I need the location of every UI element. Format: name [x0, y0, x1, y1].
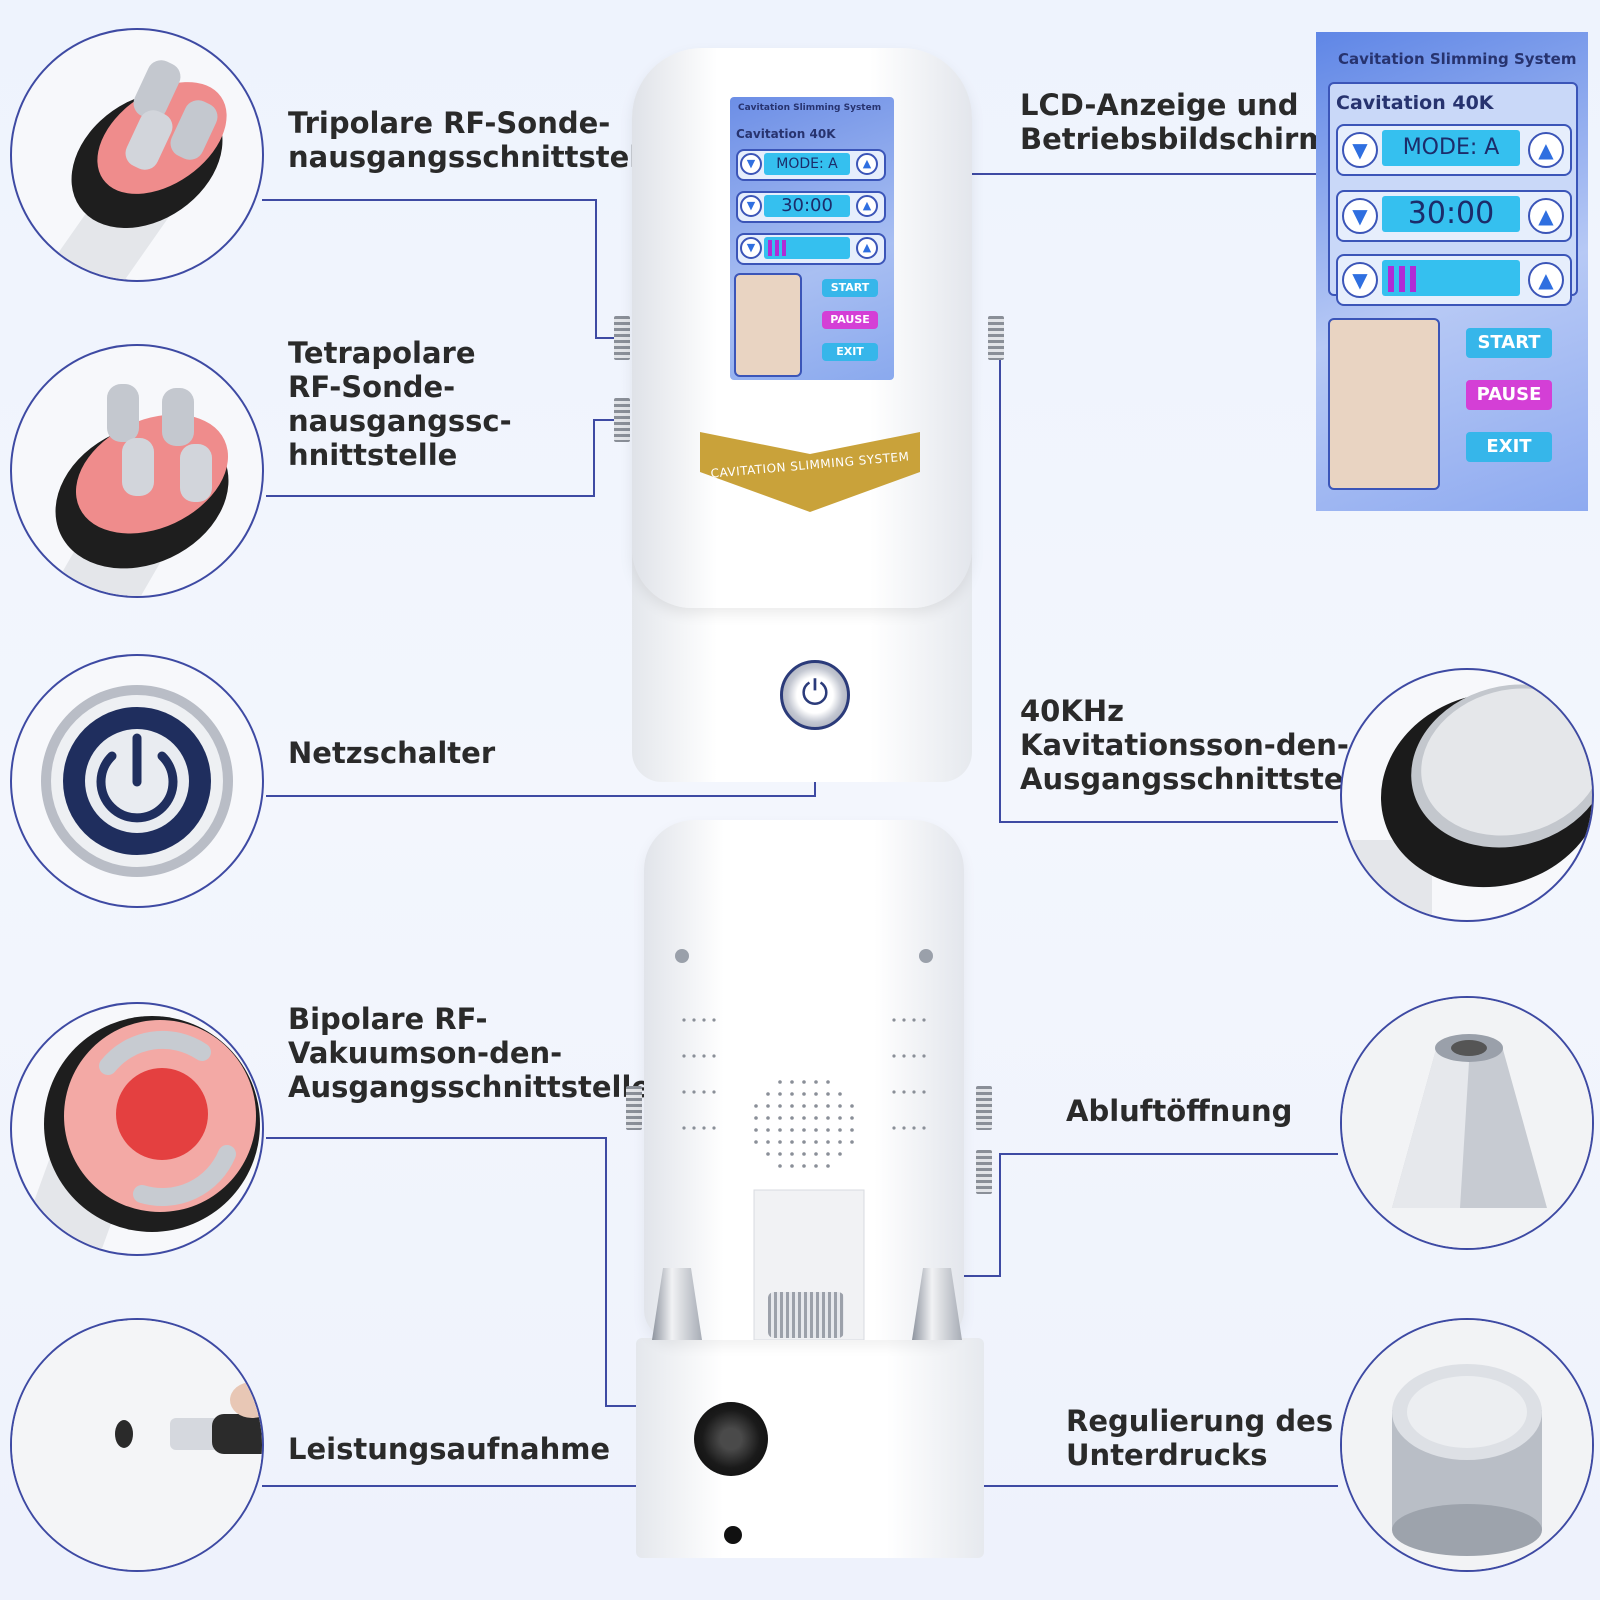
power-input-hole — [724, 1526, 742, 1544]
down-arrow-icon[interactable]: ▼ — [740, 237, 762, 259]
up-arrow-icon[interactable]: ▲ — [1528, 262, 1564, 298]
back-port-left — [626, 1086, 642, 1130]
lcd-zoom-header: Cavitation Slimming System — [1338, 50, 1577, 68]
label-vacuum: Regulierung des Unterdrucks — [1066, 1404, 1334, 1472]
intensity-level-bars — [1388, 266, 1416, 292]
intensity-level-bars — [768, 240, 786, 256]
lcd-header: Cavitation Slimming System — [738, 103, 882, 113]
start-button[interactable]: START — [822, 279, 878, 297]
back-port-right — [976, 1086, 992, 1130]
power-icon[interactable]: ⏻ — [780, 660, 850, 730]
down-arrow-icon[interactable]: ▼ — [740, 153, 762, 175]
back-device-base — [636, 1338, 984, 1558]
label-power-switch: Netzschalter — [288, 736, 496, 770]
up-arrow-icon[interactable]: ▲ — [856, 237, 878, 259]
line-exhaust — [958, 1153, 1338, 1277]
lcd-zoom-mode: MODE: A — [1382, 130, 1520, 166]
up-arrow-icon[interactable]: ▲ — [856, 195, 878, 217]
back-vent-grille — [675, 949, 933, 1340]
pause-button[interactable]: PAUSE — [1466, 380, 1552, 410]
up-arrow-icon[interactable]: ▲ — [1528, 198, 1564, 234]
cavitation-port — [988, 316, 1004, 360]
label-cavitation: 40KHz Kavitationsson-den- Ausgangsschnit… — [1020, 694, 1384, 796]
label-tripolar: Tripolare RF-Sonde- nausgangsschnittstel… — [288, 106, 669, 174]
up-arrow-icon[interactable]: ▲ — [856, 153, 878, 175]
exhaust-cap-image — [1340, 996, 1594, 1250]
cavitation-probe-image — [1340, 668, 1594, 922]
start-button[interactable]: START — [1466, 328, 1552, 358]
exit-button[interactable]: EXIT — [822, 343, 878, 361]
device-badge — [700, 432, 920, 512]
lcd-zoom-time: 30:00 — [1382, 196, 1520, 232]
tetrapolar-port — [614, 398, 630, 442]
vacuum-knob-image — [1340, 1318, 1594, 1572]
power-input-image — [10, 1318, 264, 1572]
line-cavitation — [999, 346, 1338, 823]
lcd-time: 30:00 — [764, 195, 850, 217]
label-power-input: Leistungsaufnahme — [288, 1432, 611, 1466]
lcd-zoom-model: Cavitation 40K — [1336, 92, 1494, 114]
down-arrow-icon[interactable]: ▼ — [1342, 198, 1378, 234]
label-bipolar: Bipolare RF- Vakuumson-den- Ausgangsschn… — [288, 1002, 652, 1104]
tripolar-port — [614, 316, 630, 360]
line-tetrapolar — [266, 419, 614, 497]
power-socket — [694, 1402, 768, 1476]
lcd-zoom-intensity — [1382, 260, 1520, 296]
tripolar-probe-image — [10, 28, 264, 282]
label-lcd: LCD-Anzeige und Betriebsbildschirm — [1020, 88, 1329, 156]
lcd-zoom-illustration — [1328, 318, 1440, 490]
tetrapolar-probe-image — [10, 344, 264, 598]
label-exhaust: Abluftöffnung — [1066, 1094, 1293, 1128]
lcd-model: Cavitation 40K — [736, 127, 836, 141]
exit-button[interactable]: EXIT — [1466, 432, 1552, 462]
down-arrow-icon[interactable]: ▼ — [740, 195, 762, 217]
up-arrow-icon[interactable]: ▲ — [1528, 132, 1564, 168]
label-tetrapolar: Tetrapolare RF-Sonde- nausgangssc- hnitt… — [288, 336, 512, 472]
lcd-illustration — [734, 273, 802, 377]
vacuum-knob[interactable] — [768, 1292, 844, 1338]
lcd-zoom: Cavitation Slimming System Cavitation 40… — [1316, 32, 1588, 511]
down-arrow-icon[interactable]: ▼ — [1342, 262, 1378, 298]
bipolar-probe-image — [10, 1002, 264, 1256]
lcd-screen: Cavitation Slimming System Cavitation 40… — [730, 97, 894, 380]
line-bipolar — [266, 1137, 700, 1407]
down-arrow-icon[interactable]: ▼ — [1342, 132, 1378, 168]
lcd-mode: MODE: A — [764, 153, 850, 175]
power-switch-image — [10, 654, 264, 908]
line-tripolar — [262, 199, 614, 339]
pause-button[interactable]: PAUSE — [822, 311, 878, 329]
back-port-right-lower — [976, 1150, 992, 1194]
